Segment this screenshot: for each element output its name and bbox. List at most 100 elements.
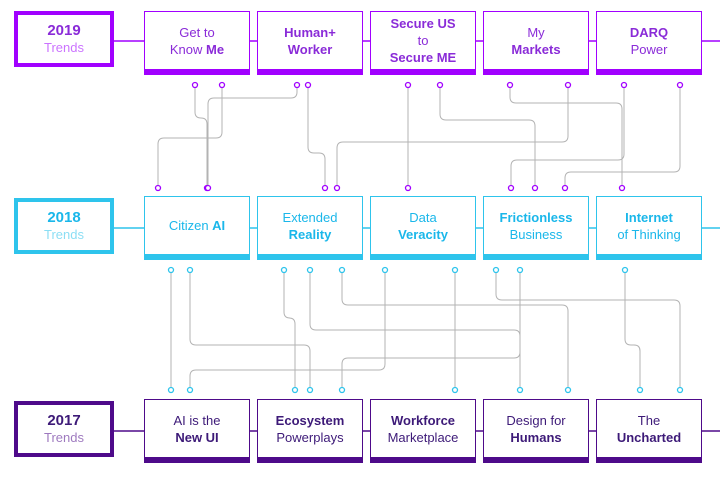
trend-get-to-know-me: Get to Know Me	[144, 11, 250, 75]
connector-line	[341, 270, 521, 390]
connector-dot	[167, 386, 175, 394]
trend-text: Veracity	[398, 226, 448, 243]
connector-dot	[507, 184, 515, 192]
trend-text-bold: Ecosystem	[275, 412, 345, 428]
trend-text: DARQ	[630, 24, 668, 41]
trend-text-part: Know	[169, 41, 207, 57]
connector-dot	[338, 386, 346, 394]
connector-line	[564, 85, 681, 188]
connector-dot	[561, 184, 569, 192]
connector-dot	[321, 184, 329, 192]
trend-text-bold: Me	[206, 41, 225, 57]
trend-text-bold: Human+	[284, 24, 336, 40]
trend-extended-reality: Extended Reality	[257, 196, 363, 260]
connector-line	[336, 85, 569, 188]
connector-line	[207, 85, 298, 188]
connector-line	[510, 85, 625, 188]
connector-dot	[280, 266, 288, 274]
trend-the-uncharted: The Uncharted	[596, 399, 702, 463]
trend-text: of Thinking	[617, 226, 681, 242]
connector-dot	[304, 81, 312, 89]
connector-dot	[516, 266, 524, 274]
connector-dot	[338, 266, 346, 274]
connector-dot	[451, 266, 459, 274]
trend-text: Business	[509, 226, 563, 242]
connector-line	[509, 85, 623, 188]
trend-text: Workforce	[391, 412, 455, 429]
trend-ai-is-the-new-ui: AI is the New UI	[144, 399, 250, 463]
trend-text-bold: Markets	[511, 41, 561, 57]
trend-text: The	[637, 412, 661, 428]
connector-dot	[333, 184, 341, 192]
trend-text-bold: Reality	[288, 226, 332, 242]
year-2019: 2019	[47, 22, 81, 39]
trend-design-for-humans: Design for Humans	[483, 399, 589, 463]
trend-text: Design for	[506, 412, 566, 428]
trend-ecosystem-powerplays: Ecosystem Powerplays	[257, 399, 363, 463]
trend-my-markets: My Markets	[483, 11, 589, 75]
trend-text: Frictionless	[500, 209, 573, 226]
year-2017-subtitle: Trends	[44, 430, 84, 445]
connector-dot	[306, 266, 314, 274]
trend-text: Secure US	[390, 15, 455, 32]
trend-text-bold: Frictionless	[499, 209, 573, 225]
connector-line	[189, 270, 311, 390]
year-label-2017: 2017 Trends	[14, 401, 114, 457]
trend-text: Markets	[511, 41, 560, 58]
connector-line	[495, 270, 681, 390]
connector-dot	[218, 81, 226, 89]
connector-dot	[618, 184, 626, 192]
trend-text-bold: Uncharted	[616, 429, 682, 445]
trend-text: Worker	[288, 41, 333, 58]
connector-line	[624, 270, 641, 390]
trend-citizen-ai: Citizen AI	[144, 196, 250, 260]
trend-workforce-marketplace: Workforce Marketplace	[370, 399, 476, 463]
connector-line	[307, 85, 326, 188]
connector-dot	[167, 266, 175, 274]
year-label-2019: 2019 Trends	[14, 11, 114, 67]
trend-text: My	[527, 24, 545, 40]
connector-line	[157, 85, 223, 188]
connector-line	[283, 270, 296, 390]
year-2017: 2017	[47, 412, 81, 429]
connector-dot	[404, 81, 412, 89]
trend-text-bold: New UI	[175, 429, 219, 445]
trend-data-veracity: Data Veracity	[370, 196, 476, 260]
trend-text: AI is the	[173, 412, 221, 428]
connector-dot	[204, 184, 212, 192]
connector-dot	[291, 386, 299, 394]
trend-text: Powerplays	[276, 429, 344, 445]
connector-dot	[451, 386, 459, 394]
trend-text: Citizen AI	[169, 217, 225, 234]
connector-dot	[636, 386, 644, 394]
connector-dot	[306, 386, 314, 394]
trend-text-bold: Veracity	[398, 226, 448, 242]
year-2018-subtitle: Trends	[44, 227, 84, 242]
trend-text: Secure ME	[390, 49, 456, 66]
trend-text: Data	[409, 209, 437, 225]
trend-text-bold: Workforce	[390, 412, 456, 428]
connector-dot	[621, 266, 629, 274]
trend-text: New UI	[175, 429, 218, 446]
connector-dot	[436, 81, 444, 89]
trend-text-bold: Humans	[510, 429, 562, 445]
trend-text: Know Me	[170, 41, 224, 58]
trend-text: to	[417, 33, 429, 48]
connector-dot	[620, 81, 628, 89]
connector-dot	[676, 386, 684, 394]
trend-text: Marketplace	[387, 429, 459, 445]
connector-dot	[293, 81, 301, 89]
trend-text: Get to	[179, 24, 215, 40]
trend-text: Human+	[284, 24, 336, 41]
connector-dot	[564, 81, 572, 89]
trend-text-part: Citizen	[168, 218, 213, 233]
trend-human-worker: Human+ Worker	[257, 11, 363, 75]
connector-dot	[381, 266, 389, 274]
trend-text-bold: Secure US	[390, 16, 456, 31]
trend-internet-of-thinking: Internet of Thinking	[596, 196, 702, 260]
trend-text: Internet	[625, 209, 673, 226]
connector-dot	[564, 386, 572, 394]
connector-line	[194, 85, 208, 188]
trend-text-bold: Secure ME	[389, 50, 457, 65]
trend-text-bold: AI	[212, 218, 226, 233]
